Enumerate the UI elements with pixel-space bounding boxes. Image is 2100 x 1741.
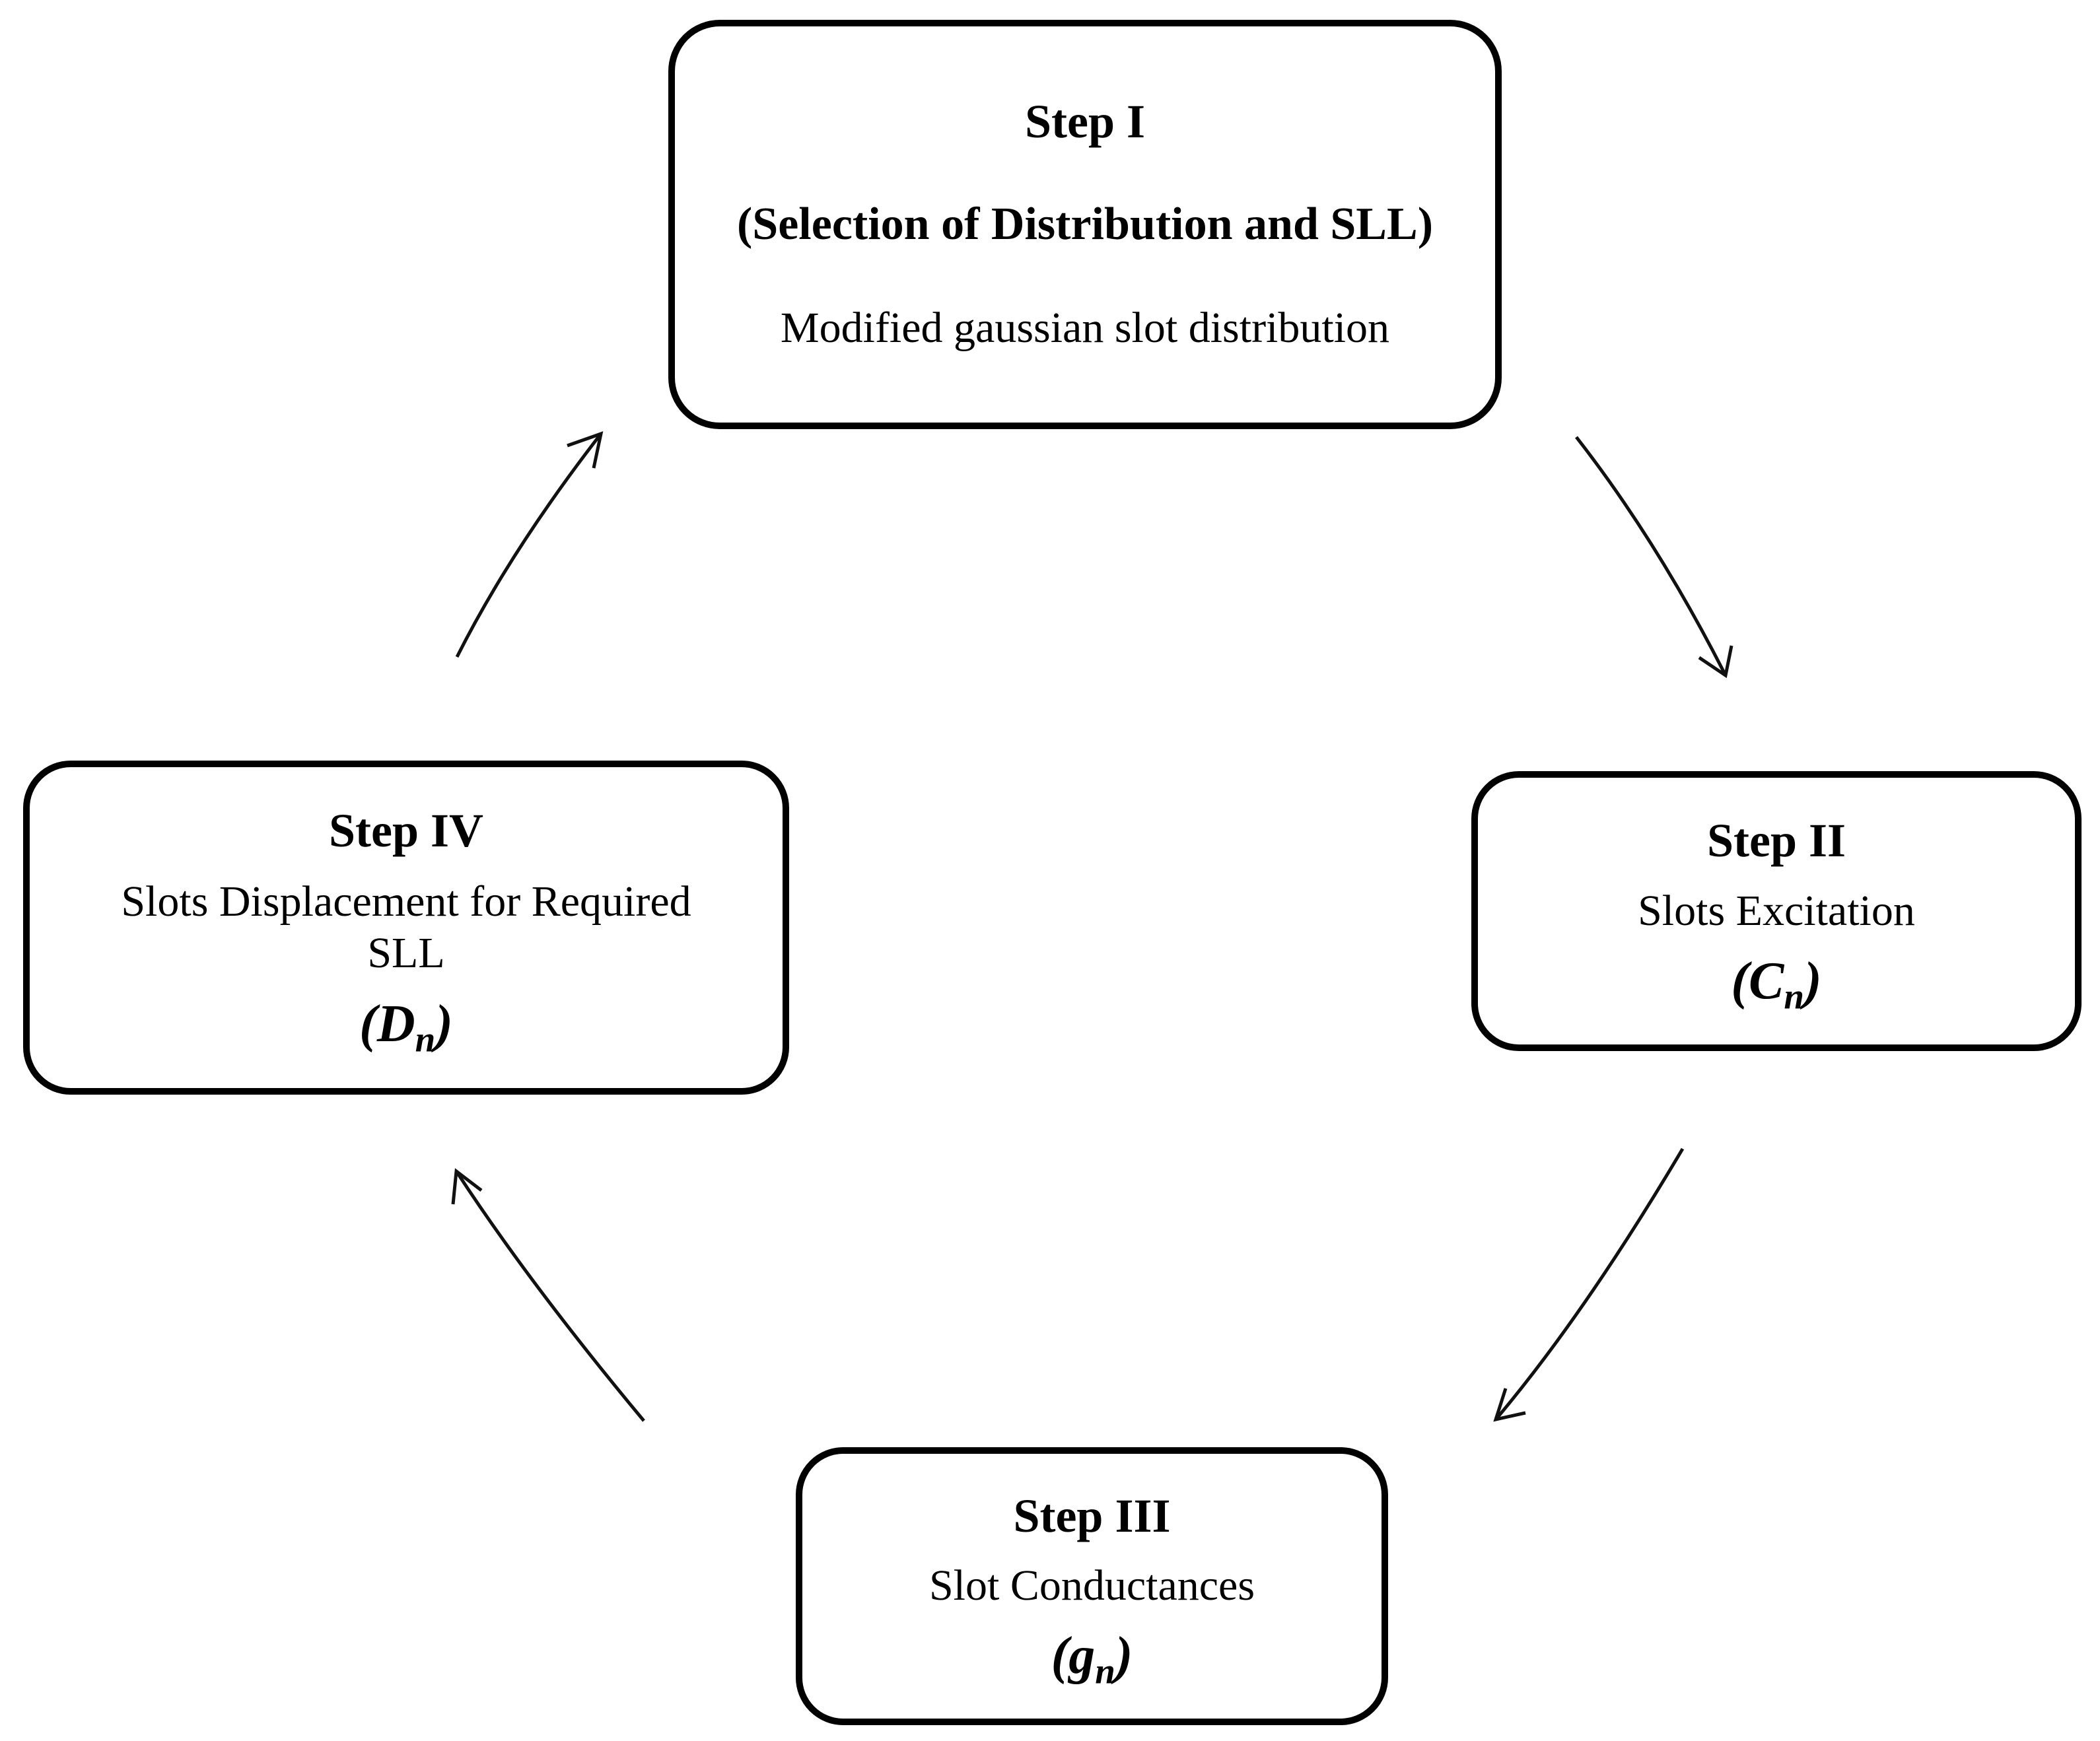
step2-title: Step II — [1706, 813, 1846, 867]
step1-title: Step I — [1024, 94, 1146, 148]
step2-box: Step II Slots Excitation (Cn) — [1471, 771, 2082, 1051]
arrow-step2-to-step3-line — [1494, 1147, 1685, 1421]
step4-symbol-base: D — [376, 995, 415, 1054]
step2-symbol-open: ( — [1731, 952, 1749, 1011]
step1-body: Modified gaussian slot distribution — [780, 303, 1390, 352]
step4-symbol-sub: n — [415, 1019, 436, 1060]
step4-title: Step IV — [328, 803, 484, 857]
step2-symbol-sub: n — [1784, 976, 1804, 1017]
step2-body: Slots Excitation — [1638, 886, 1915, 935]
step2-symbol-close: ) — [1803, 952, 1822, 1011]
step4-symbol-open: ( — [359, 995, 377, 1054]
arrow-step4-to-step1-head-icon — [567, 431, 604, 469]
step3-symbol-sub: n — [1095, 1651, 1115, 1691]
step2-symbol: (Cn) — [1731, 952, 1822, 1014]
arrow-step2-to-step3-head-icon — [1493, 1388, 1526, 1422]
step1-box: Step I (Selection of Distribution and SL… — [668, 20, 1502, 429]
arrow-step1-to-step2-line — [1575, 436, 1728, 677]
step3-symbol: (gn) — [1051, 1627, 1133, 1689]
step4-box: Step IV Slots Displacement for Required … — [23, 761, 789, 1095]
arrow-step4-to-step1-line — [455, 432, 602, 658]
step2-symbol-base: C — [1749, 952, 1784, 1011]
step3-box: Step III Slot Conductances (gn) — [796, 1447, 1388, 1725]
step4-body: Slots Displacement for Required SLL — [121, 877, 691, 977]
step3-symbol-open: ( — [1051, 1627, 1069, 1686]
step3-symbol-close: ) — [1115, 1627, 1133, 1686]
arrow-step3-to-step4-line — [454, 1170, 645, 1422]
step3-body: Slot Conductances — [928, 1561, 1255, 1610]
step4-symbol-close: ) — [435, 995, 453, 1054]
step4-symbol: (Dn) — [359, 995, 453, 1057]
step3-title: Step III — [1013, 1489, 1171, 1542]
arrow-step3-to-step4-head-icon — [451, 1168, 483, 1205]
step1-subtitle: (Selection of Distribution and SLL) — [737, 199, 1433, 250]
step3-symbol-base: g — [1068, 1627, 1096, 1686]
arrow-step1-to-step2-head-icon — [1698, 645, 1733, 679]
